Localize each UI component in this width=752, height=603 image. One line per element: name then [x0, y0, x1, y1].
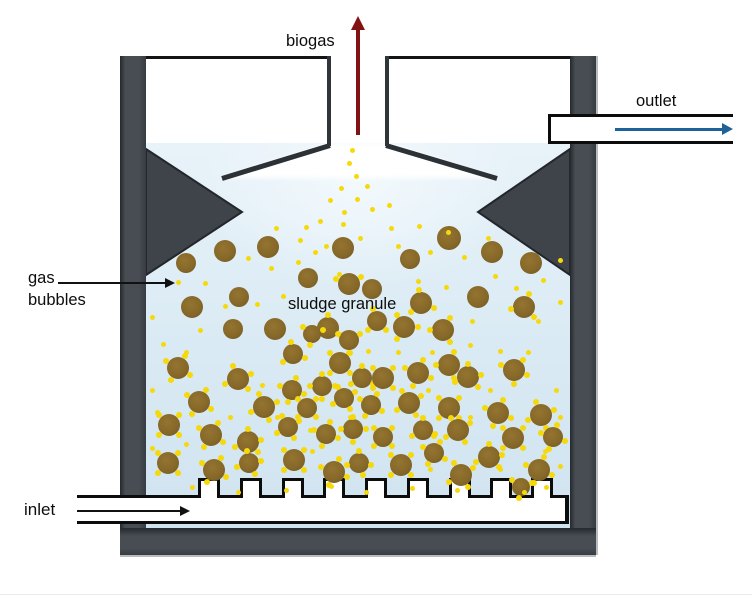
- reactor-floor: [120, 528, 596, 555]
- left-deflector-baffle: [221, 143, 331, 181]
- gas-bubbles-label: gas bubbles: [28, 269, 86, 309]
- inlet-distribution-port: [531, 478, 553, 498]
- bottom-hairline: [0, 594, 752, 595]
- outlet-flow-arrow: [615, 128, 722, 131]
- inlet-distribution-port: [365, 478, 387, 498]
- right-gas-hood-inner-wall: [385, 56, 389, 146]
- inlet-distribution-port: [323, 478, 345, 498]
- inlet-distribution-port: [449, 478, 471, 498]
- left-gas-hood-inner-wall: [327, 56, 331, 146]
- biogas-arrow-head-icon: [351, 16, 365, 30]
- left-gas-hood-top: [146, 56, 330, 59]
- left-settler-cone: [145, 147, 244, 277]
- sludge-granule-label: sludge granule: [288, 295, 397, 313]
- inlet-distribution-port: [198, 478, 220, 498]
- gas-bubbles-arrow-head-icon: [165, 278, 175, 288]
- outlet-arrow-head-icon: [722, 123, 733, 135]
- outlet-label: outlet: [636, 92, 677, 110]
- inlet-distribution-port: [490, 478, 512, 498]
- inlet-label: inlet: [24, 500, 56, 519]
- gas-bubbles-pointer-arrow: [58, 282, 165, 284]
- inlet-flow-arrow: [77, 510, 180, 512]
- right-settler-cone: [476, 147, 571, 277]
- inlet-arrow-head-icon: [180, 506, 190, 516]
- inlet-distribution-port: [240, 478, 262, 498]
- left-reactor-wall: [120, 56, 146, 555]
- biogas-label: biogas: [286, 32, 335, 50]
- right-deflector-baffle: [385, 143, 498, 181]
- inlet-distribution-port: [282, 478, 304, 498]
- inlet-distribution-port: [407, 478, 429, 498]
- right-gas-hood-top: [385, 56, 570, 59]
- gas-pocket: [223, 143, 496, 178]
- biogas-arrow: [356, 30, 360, 135]
